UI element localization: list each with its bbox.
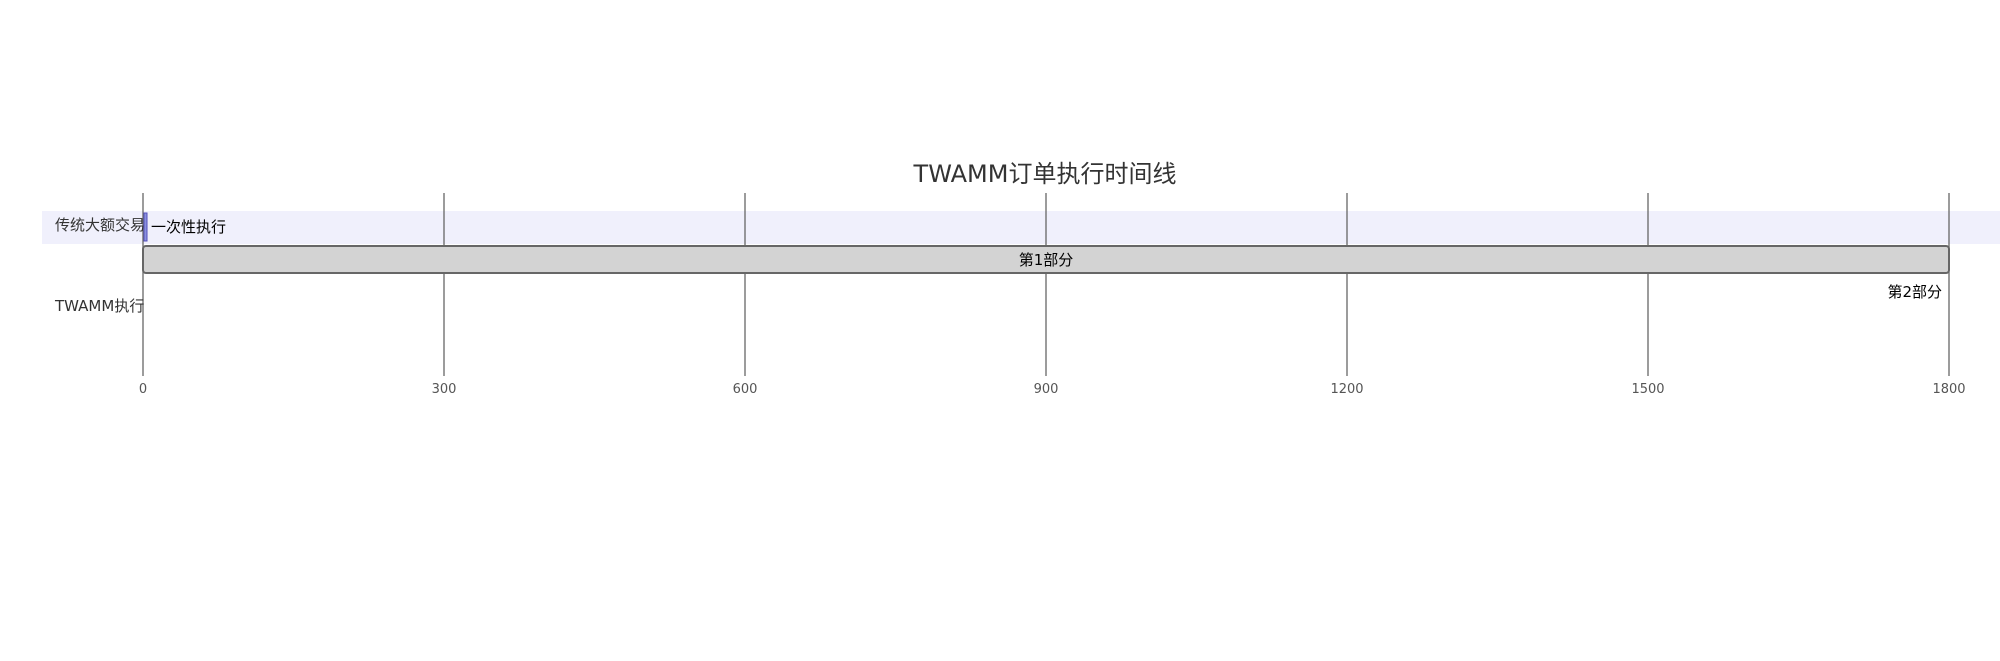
section-labels: 传统大额交易 TWAMM执行	[54, 216, 145, 315]
tick-label-1: 300	[432, 382, 457, 397]
section-label-0: 传统大额交易	[55, 216, 145, 234]
section-band-0	[42, 211, 2000, 244]
task-label-1: 第1部分	[1019, 251, 1074, 269]
tick-label-2: 600	[733, 382, 758, 397]
tick-label-4: 1200	[1330, 382, 1363, 397]
task-bar-0	[143, 212, 148, 242]
tick-label-5: 1500	[1631, 382, 1664, 397]
tick-label-6: 1800	[1932, 382, 1965, 397]
task-bar-1	[142, 245, 1950, 274]
task-label-2: 第2部分	[1887, 283, 1942, 301]
tick-label-3: 900	[1034, 382, 1059, 397]
task-label-0: 一次性执行	[151, 218, 226, 236]
grid-lines	[142, 193, 1950, 376]
section-label-1: TWAMM执行	[54, 297, 144, 315]
axis-tick-labels: 0 300 600 900 1200 1500 1800	[139, 382, 1966, 397]
tick-label-0: 0	[139, 382, 147, 397]
chart-title: TWAMM订单执行时间线	[913, 160, 1177, 188]
